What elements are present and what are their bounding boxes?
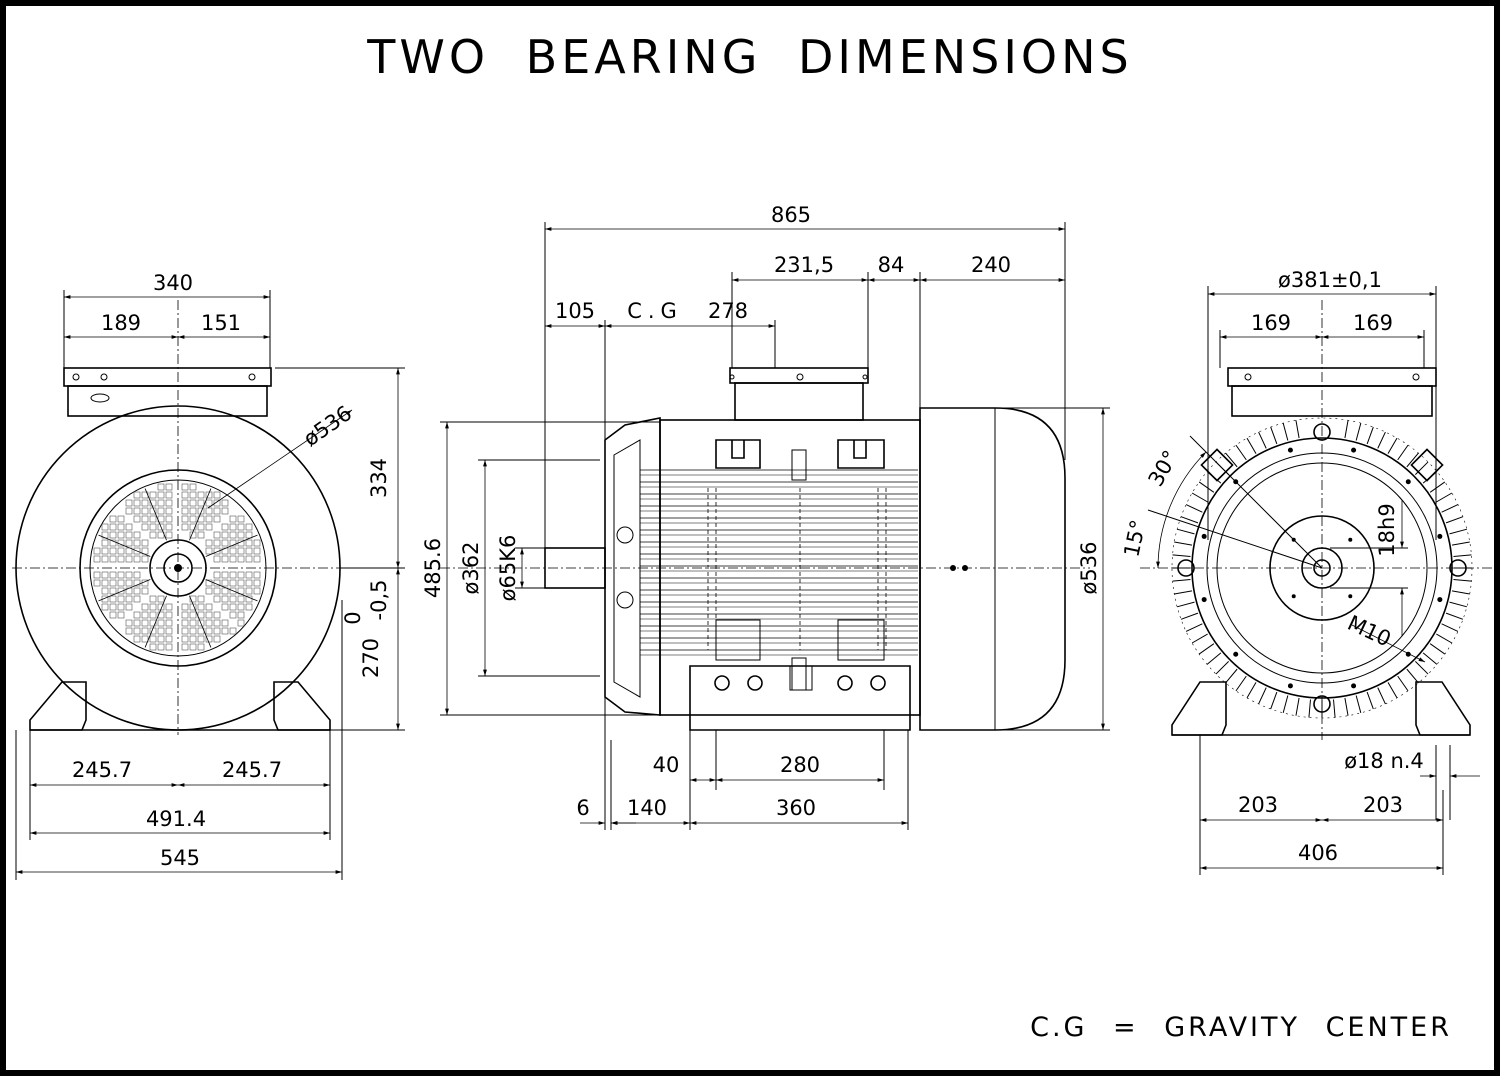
dim-245-7-a: 245.7 — [72, 758, 132, 782]
dim-491-4: 491.4 — [146, 807, 206, 831]
side-view: 865 231,5 84 240 105 C.G 278 485.6 ø362 … — [421, 203, 1110, 830]
dim-dia-536-left: ø536 — [299, 401, 356, 451]
right-view-foot-left — [1171, 681, 1227, 736]
right-view-foot-right — [1415, 681, 1471, 736]
bolt-icon — [100, 373, 108, 381]
bolt-icon — [248, 373, 256, 381]
dim-169-b: 169 — [1353, 311, 1393, 335]
dim-334: 334 — [367, 458, 391, 498]
lifting-lug — [837, 439, 885, 469]
dim-240: 240 — [971, 253, 1011, 277]
dim-140: 140 — [627, 796, 667, 820]
fan-grille — [93, 483, 261, 651]
cable-gland-icon — [90, 393, 110, 403]
dim-6: 6 — [576, 796, 589, 820]
drawing-title: TWO BEARING DIMENSIONS — [367, 30, 1133, 84]
dim-270: 270 — [359, 638, 383, 678]
dim-dia-65k6: ø65K6 — [496, 535, 520, 602]
cg-label: C.G — [627, 299, 683, 323]
dim-dia-362: ø362 — [459, 542, 483, 595]
motor-foot — [689, 665, 911, 731]
dim-84: 84 — [878, 253, 905, 277]
dim-18h9: 18h9 — [1375, 503, 1399, 556]
dim-203-b: 203 — [1363, 793, 1403, 817]
terminal-box-lid — [729, 367, 869, 384]
dim-40: 40 — [653, 753, 680, 777]
dim-203-a: 203 — [1238, 793, 1278, 817]
dim-231-5: 231,5 — [774, 253, 834, 277]
dim-dia-536-side: ø536 — [1077, 542, 1101, 595]
angle-30: 30° — [1144, 446, 1183, 490]
right-foot — [273, 681, 331, 731]
left-end-view: 340 189 151 ø536 334 270 0 -0,5 245.7 24… — [12, 271, 405, 880]
dim-dia-18-n4: ø18 n.4 — [1344, 749, 1424, 773]
dim-278: 278 — [708, 299, 748, 323]
thread-m10: M10 — [1344, 611, 1395, 652]
lifting-lug — [715, 439, 761, 469]
terminal-box — [734, 382, 864, 421]
dim-151: 151 — [201, 311, 241, 335]
left-terminal-box — [67, 385, 268, 417]
bearing-housing — [604, 417, 661, 716]
dim-dia-381: ø381±0,1 — [1278, 268, 1382, 292]
bolt-icon — [72, 373, 80, 381]
dim-865: 865 — [771, 203, 811, 227]
dim-tol-0: 0 — [341, 611, 365, 624]
right-terminal-box — [1231, 385, 1433, 417]
dim-340: 340 — [153, 271, 193, 295]
right-terminal-box-lid — [1227, 367, 1437, 387]
dim-105: 105 — [555, 299, 595, 323]
legend-note: C.G = GRAVITY CENTER — [1030, 1012, 1452, 1043]
right-end-view: ø381±0,1 169 169 30° 15° 18h9 M10 ø18 n.… — [1119, 268, 1500, 875]
dim-485-6: 485.6 — [421, 538, 445, 598]
dim-406: 406 — [1298, 841, 1338, 865]
dim-280: 280 — [780, 753, 820, 777]
dim-169-a: 169 — [1251, 311, 1291, 335]
dim-545: 545 — [160, 846, 200, 870]
fan-cover-side — [919, 407, 1066, 731]
cooling-fins — [640, 469, 918, 656]
dim-360: 360 — [776, 796, 816, 820]
left-foot — [29, 681, 87, 731]
dim-tol-m05: -0,5 — [367, 580, 391, 621]
dim-189: 189 — [101, 311, 141, 335]
dim-245-7-b: 245.7 — [222, 758, 282, 782]
angle-15: 15° — [1119, 518, 1150, 559]
left-terminal-box-lid — [63, 367, 272, 387]
